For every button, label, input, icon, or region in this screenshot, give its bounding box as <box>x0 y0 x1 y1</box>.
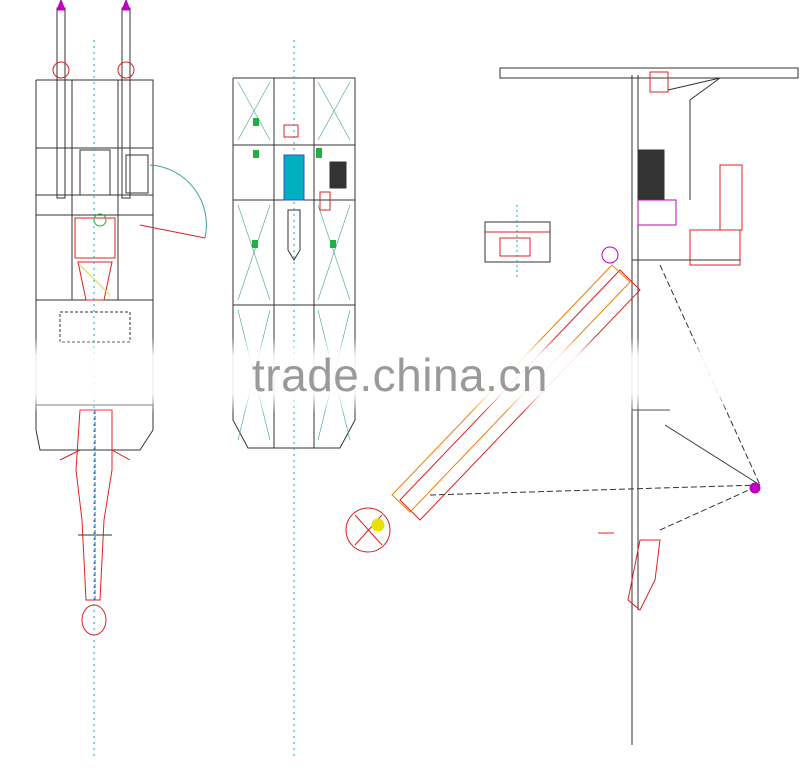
cabin <box>79 149 111 196</box>
ladder-well <box>74 217 116 259</box>
tower <box>649 71 669 93</box>
swing-arc <box>149 164 207 239</box>
inclined-ladder <box>399 269 641 521</box>
hull-outline <box>35 79 154 451</box>
gantry <box>719 164 743 231</box>
lower-ladder <box>627 539 661 611</box>
cutter-head <box>81 604 107 636</box>
watermark: trade.china.cn <box>0 337 800 413</box>
spud-left <box>56 7 66 199</box>
section-detail-view <box>484 205 551 280</box>
top-boom <box>499 67 799 79</box>
winch-left <box>52 61 70 79</box>
watermark-text: trade.china.cn <box>252 349 548 401</box>
cutter-ladder <box>75 409 113 601</box>
spud-tip-right <box>121 0 131 11</box>
spud-tip-left <box>56 0 66 11</box>
deck-outline <box>232 77 356 449</box>
top-plan-view <box>35 0 207 760</box>
cutter-head-side <box>345 507 391 553</box>
winch-right <box>117 61 135 79</box>
